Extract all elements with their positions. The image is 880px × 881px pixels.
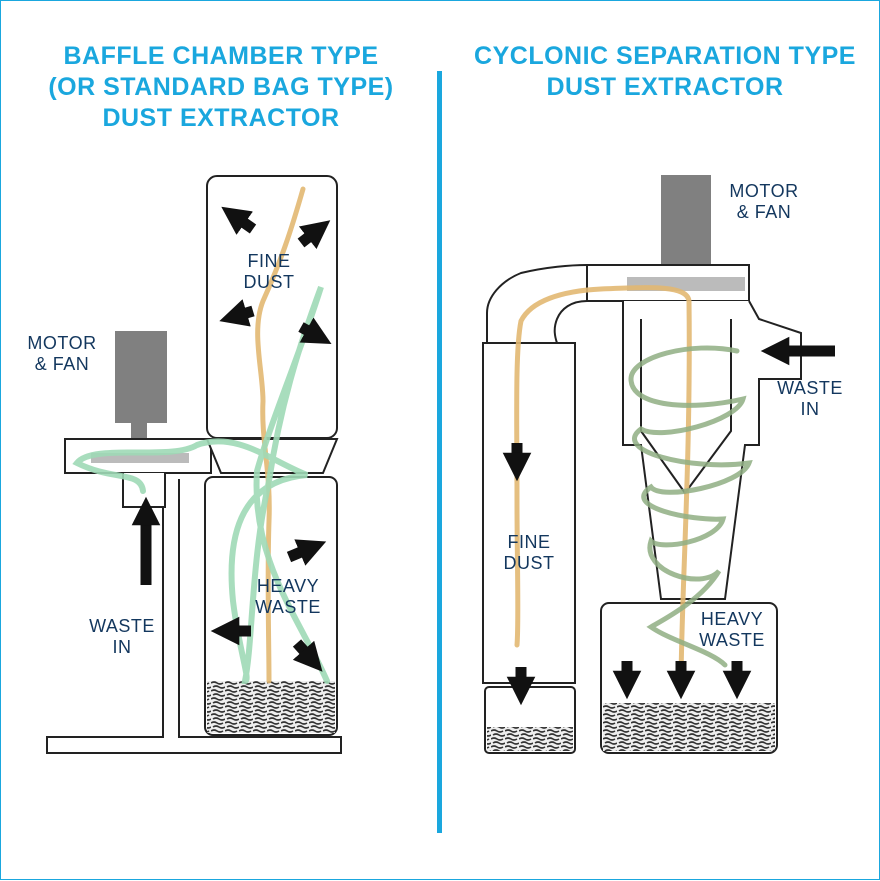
right-title: CYCLONIC SEPARATION TYPE DUST EXTRACTOR	[449, 41, 880, 103]
right-motor-fan-label: MOTOR & FAN	[721, 181, 807, 223]
right-motor-fan-line-2: & FAN	[736, 202, 792, 222]
left-title: BAFFLE CHAMBER TYPE (OR STANDARD BAG TYP…	[11, 41, 431, 134]
left-title-line-1: BAFFLE CHAMBER TYPE	[63, 42, 379, 70]
right-title-line-2: DUST EXTRACTOR	[546, 73, 784, 101]
left-waste-in-line-2: IN	[112, 637, 132, 657]
right-motor	[661, 175, 711, 265]
center-divider	[437, 71, 442, 833]
connecting-duct	[486, 264, 588, 344]
right-fine-dust-label: FINE DUST	[489, 532, 569, 574]
left-motor-fan-line-2: & FAN	[34, 354, 90, 374]
left-fine-dust-line-1: FINE	[247, 251, 291, 271]
left-fine-dust-label: FINE DUST	[231, 251, 307, 293]
right-waste-in-line-1: WASTE	[777, 378, 843, 398]
cyclonic-extractor	[482, 175, 835, 754]
left-fine-dust-path	[255, 186, 306, 684]
fine-dust-debris	[487, 727, 573, 751]
left-waste-in-label: WASTE IN	[79, 616, 165, 658]
right-heavy-waste-line-1: HEAVY	[700, 609, 764, 629]
left-waste-path	[72, 285, 330, 685]
left-motor-fan-line-1: MOTOR	[27, 333, 97, 353]
arrow-fine-lower-left	[219, 299, 255, 327]
right-heavy-waste-line-2: WASTE	[699, 630, 765, 650]
left-motor-fan-label: MOTOR & FAN	[19, 333, 105, 375]
right-fine-dust-line-2: DUST	[503, 553, 555, 573]
left-title-line-3: DUST EXTRACTOR	[102, 104, 340, 132]
left-fine-dust-line-2: DUST	[243, 272, 295, 292]
right-title-line-1: CYCLONIC SEPARATION TYPE	[474, 42, 856, 70]
right-fine-dust-line-1: FINE	[507, 532, 551, 552]
arrow-fine-lower-right	[298, 317, 332, 344]
fan-impeller	[91, 453, 189, 463]
right-airflow-arrows	[502, 336, 835, 706]
left-heavy-waste-line-2: WASTE	[255, 597, 321, 617]
fine-dust-column	[482, 342, 576, 684]
arrow-heavy-right	[286, 539, 327, 566]
right-motor-fan-line-1: MOTOR	[729, 181, 799, 201]
arrow-fine-upper-right	[297, 220, 331, 250]
right-heavy-waste-label: HEAVY WASTE	[689, 609, 775, 651]
left-waste-in-line-1: WASTE	[89, 616, 155, 636]
right-waste-path	[628, 345, 753, 668]
left-heavy-waste-label: HEAVY WASTE	[245, 576, 331, 618]
left-title-line-2: (OR STANDARD BAG TYPE)	[48, 73, 394, 101]
left-debris-pile	[207, 681, 335, 733]
arrow-fine-upper-left	[221, 206, 257, 235]
left-heavy-waste-line-1: HEAVY	[256, 576, 320, 596]
right-waste-in-line-2: IN	[800, 399, 820, 419]
arrow-heavy-down	[292, 639, 323, 672]
right-waste-in-label: WASTE IN	[767, 378, 853, 420]
right-fine-dust-path	[514, 285, 692, 690]
left-airflow-arrows	[131, 206, 332, 672]
left-motor	[115, 331, 167, 423]
baffle-extractor	[46, 175, 342, 754]
stand-frame	[46, 479, 342, 754]
right-debris-pile	[603, 703, 775, 751]
